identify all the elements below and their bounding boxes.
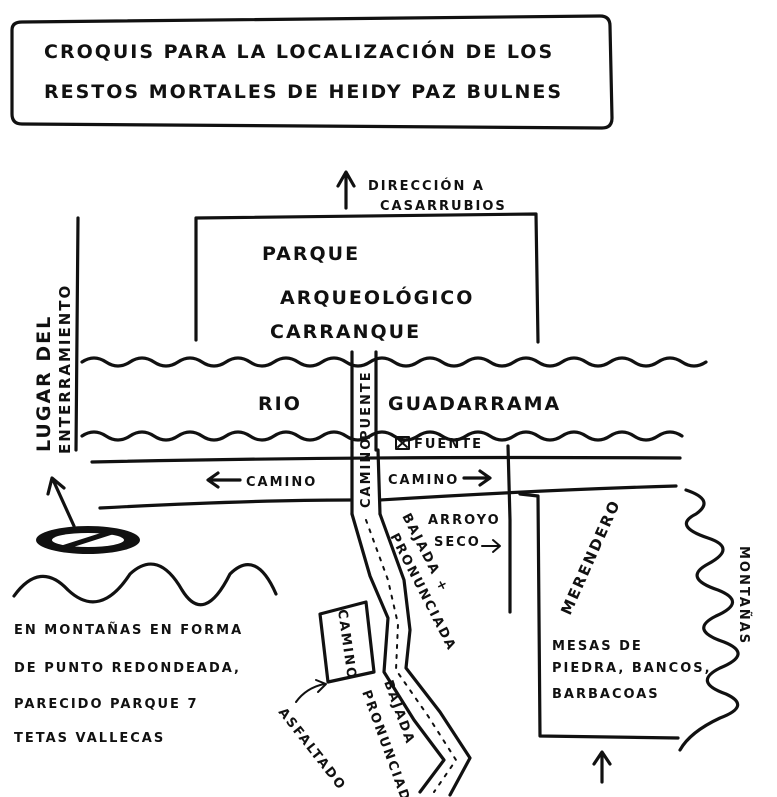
arroyo-arrow-icon [481, 539, 501, 553]
descent-path-right [378, 512, 472, 797]
river-label-right: GUADARRAMA [388, 393, 561, 415]
direction-label-line-2: CASARRUBIOS [380, 199, 507, 214]
merendero-desc-line-1: MESAS DE [552, 639, 643, 654]
park-label-line-2: ARQUEOLÓGICO [280, 285, 474, 309]
direction-label-line-1: DIRECCIÓN A [368, 178, 485, 194]
note-line-4: TETAS VALLECAS [14, 731, 165, 746]
title-line-1: CROQUIS PARA LA LOCALIZACIÓN DE LOS [44, 39, 554, 63]
fountain-label: FUENTE [414, 437, 483, 452]
arroyo-stream-line [506, 444, 512, 614]
asphalt-arrow-icon [295, 679, 327, 703]
descent-path-center [365, 519, 457, 793]
bridge-label: PUENTE [359, 370, 374, 440]
small-road-label: CAMINO [334, 608, 359, 681]
road-right-label: CAMINO [388, 473, 459, 488]
note-line-3: PARECIDO PARQUE 7 [14, 697, 199, 712]
small-road-box [318, 600, 376, 684]
arroyo-line-1: ARROYO [428, 513, 501, 528]
arroyo-line-2: SECO [434, 535, 481, 550]
burial-place-rule [74, 216, 80, 452]
direction-arrow-icon [336, 170, 356, 210]
road-top-line [90, 455, 682, 464]
burial-mark-icon [36, 526, 140, 554]
merendero-outline [518, 492, 680, 740]
mountains-left-outline [12, 562, 278, 607]
merendero-arrow-icon [592, 750, 612, 784]
park-outline [194, 212, 540, 344]
park-label-line-3: CARRANQUE [270, 321, 421, 343]
mountains-label: MONTAÑAS [736, 546, 752, 645]
descent-path-left [350, 512, 446, 794]
burial-place-line-2: ENTERRAMIENTO [56, 284, 74, 454]
note-line-2: DE PUNTO REDONDEADA, [14, 661, 241, 676]
mountains-right-squiggle [678, 488, 740, 752]
bridge-lines [350, 350, 378, 452]
title-line-2: RESTOS MORTALES DE HEIDY PAZ BULNES [44, 81, 563, 103]
river-bank-bottom [80, 430, 684, 442]
burial-place-line-1: LUGAR DEL [33, 315, 55, 452]
road-right-arrow-icon [462, 469, 492, 487]
road-vertical-label: CAMINO [359, 437, 374, 508]
asphalt-label: ASFALTADO [275, 705, 349, 794]
title-box [10, 14, 614, 130]
merendero-label: MERENDERO [557, 497, 624, 618]
river-bank-top [80, 356, 708, 368]
road-left-label: CAMINO [246, 475, 317, 490]
river-label-left: RIO [258, 393, 302, 415]
merendero-desc-line-2: PIEDRA, BANCOS, [552, 661, 712, 676]
fountain-icon [395, 436, 410, 450]
road-left-arrow-icon [206, 471, 242, 489]
note-line-1: EN MONTAÑAS EN FORMA [14, 622, 243, 638]
road-vertical [350, 446, 382, 516]
road-bottom-line [98, 484, 678, 510]
merendero-desc-line-3: BARBACOAS [552, 687, 660, 702]
burial-arrow-icon [46, 476, 76, 528]
park-label-line-1: PARQUE [262, 243, 360, 265]
